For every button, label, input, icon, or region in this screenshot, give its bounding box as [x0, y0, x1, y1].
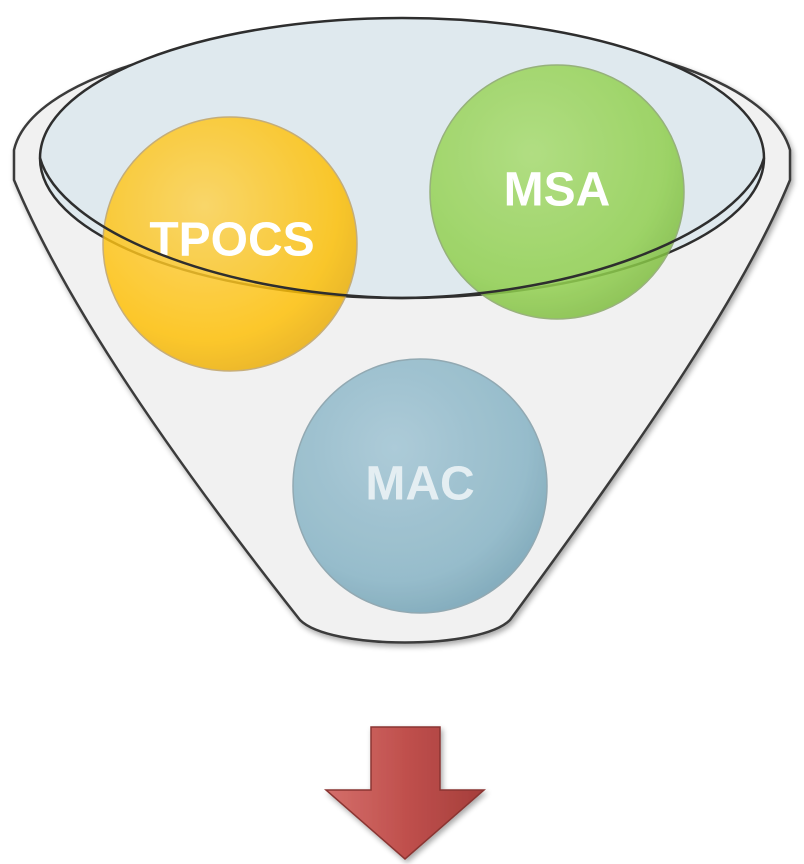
- down-arrow: [324, 726, 486, 860]
- circle-tpocs: TPOCS: [102, 116, 358, 372]
- funnel-rim-front-edge: [38, 157, 766, 300]
- circle-mac: MAC: [292, 358, 548, 614]
- circle-mac-label: MAC: [365, 458, 474, 511]
- circle-msa-label: MSA: [504, 164, 611, 217]
- circle-msa: MSA: [429, 64, 685, 320]
- circle-tpocs-label: TPOCS: [149, 214, 314, 267]
